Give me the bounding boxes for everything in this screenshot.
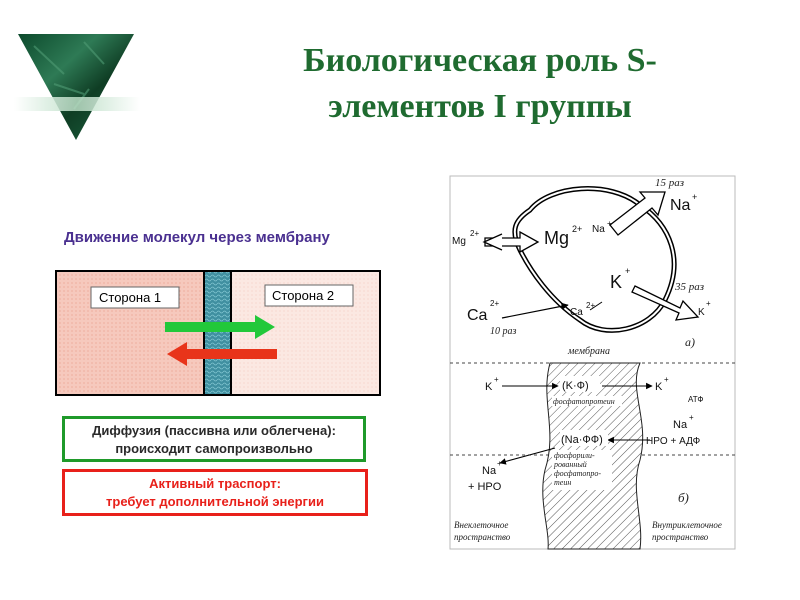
- membrane-label: мембрана: [567, 346, 610, 357]
- k-big: K: [610, 272, 622, 292]
- k-in-b: K: [655, 381, 663, 393]
- na-ff-complex: (Na·ФФ): [561, 434, 603, 446]
- na-inside: Na: [592, 224, 605, 235]
- extracellular-1: Внеклеточное: [454, 520, 508, 530]
- atp-label: АТФ: [688, 395, 703, 404]
- hpo4-out: + HPO: [468, 481, 502, 493]
- phosphorylated-4: теин: [554, 478, 571, 487]
- green-arrow: [165, 315, 275, 339]
- times-35-label: 35 раз: [674, 281, 704, 293]
- ca-inside: Ca: [570, 307, 583, 318]
- panel-b-label: б): [678, 490, 689, 505]
- intracellular-2: пространство: [652, 532, 709, 542]
- red-arrow: [167, 342, 277, 366]
- marble-triangle-logo: [14, 34, 140, 140]
- na-big: Na: [670, 197, 691, 214]
- diffusion-line-2: происходит самопроизвольно: [115, 441, 313, 456]
- times-10-label: 10 раз: [490, 326, 517, 337]
- na-big-charge: +: [692, 192, 697, 202]
- ion-transport-diagram: 15 раз Na + Na + Mg 2+ Mg 2+ K + 35 раз …: [449, 175, 736, 550]
- title-line-1: Биологическая роль S-: [303, 42, 657, 79]
- k-outside-charge: +: [706, 299, 711, 308]
- side-1-label: Сторона 1: [99, 290, 161, 305]
- mg-big-charge: 2+: [572, 224, 582, 234]
- k-in-b-charge: +: [664, 375, 669, 384]
- phosphoprotein-label: фосфатопротеин: [553, 397, 615, 406]
- na-out-b-charge: +: [497, 459, 502, 468]
- active-line-1: Активный траспорт:: [149, 476, 281, 491]
- k-big-charge: +: [625, 266, 630, 276]
- k-hollow-arrow: [631, 285, 700, 321]
- phosphorylated-3: фосфатопро-: [554, 469, 601, 478]
- diffusion-box: Диффузия (пассивна или облегчена): проис…: [62, 416, 366, 462]
- active-transport-box: Активный траспорт: требует дополнительно…: [62, 469, 368, 516]
- mg-big: Mg: [544, 228, 569, 248]
- active-line-2: требует дополнительной энергии: [106, 494, 324, 509]
- membrane-transport-panel: Сторона 1 Сторона 2: [55, 270, 381, 396]
- extracellular-2: пространство: [454, 532, 511, 542]
- intracellular-1: Внутриклеточное: [652, 520, 722, 530]
- side-2-label: Сторона 2: [272, 288, 334, 303]
- title-line-2: элементов I группы: [328, 88, 632, 125]
- times-15-label: 15 раз: [655, 177, 684, 189]
- na-out-b: Na: [482, 465, 497, 477]
- na-hollow-arrow: [609, 191, 666, 236]
- side-1-label-box: [90, 286, 180, 309]
- diffusion-line-1: Диффузия (пассивна или облегчена):: [92, 423, 336, 438]
- k-out-b: K: [485, 381, 493, 393]
- na-inside-charge: +: [607, 219, 612, 228]
- panel-a-label: а): [685, 335, 695, 349]
- na-in-b-charge: +: [689, 413, 694, 422]
- phosphorylated-1: фосфорили-: [554, 451, 595, 460]
- ca-inside-charge: 2+: [586, 301, 595, 310]
- membrane-layer: [203, 270, 232, 396]
- ca-big: Ca: [467, 307, 488, 324]
- na-in-b: Na: [673, 419, 688, 431]
- k-f-complex: (K·Ф): [562, 380, 589, 392]
- hpo4-adp: HPO + АДФ: [646, 436, 701, 447]
- k-out-b-charge: +: [494, 375, 499, 384]
- slide-title: Биологическая роль S- элементов I группы: [200, 38, 760, 130]
- mg-outside-charge: 2+: [470, 229, 479, 238]
- ca-big-charge: 2+: [490, 299, 499, 308]
- phosphorylated-2: рованный: [553, 460, 587, 469]
- mg-outside: Mg: [452, 236, 466, 247]
- side-2-label-box: [264, 284, 354, 307]
- k-outside: K: [698, 307, 705, 318]
- membrane-subtitle: Движение молекул через мембрану: [64, 229, 330, 246]
